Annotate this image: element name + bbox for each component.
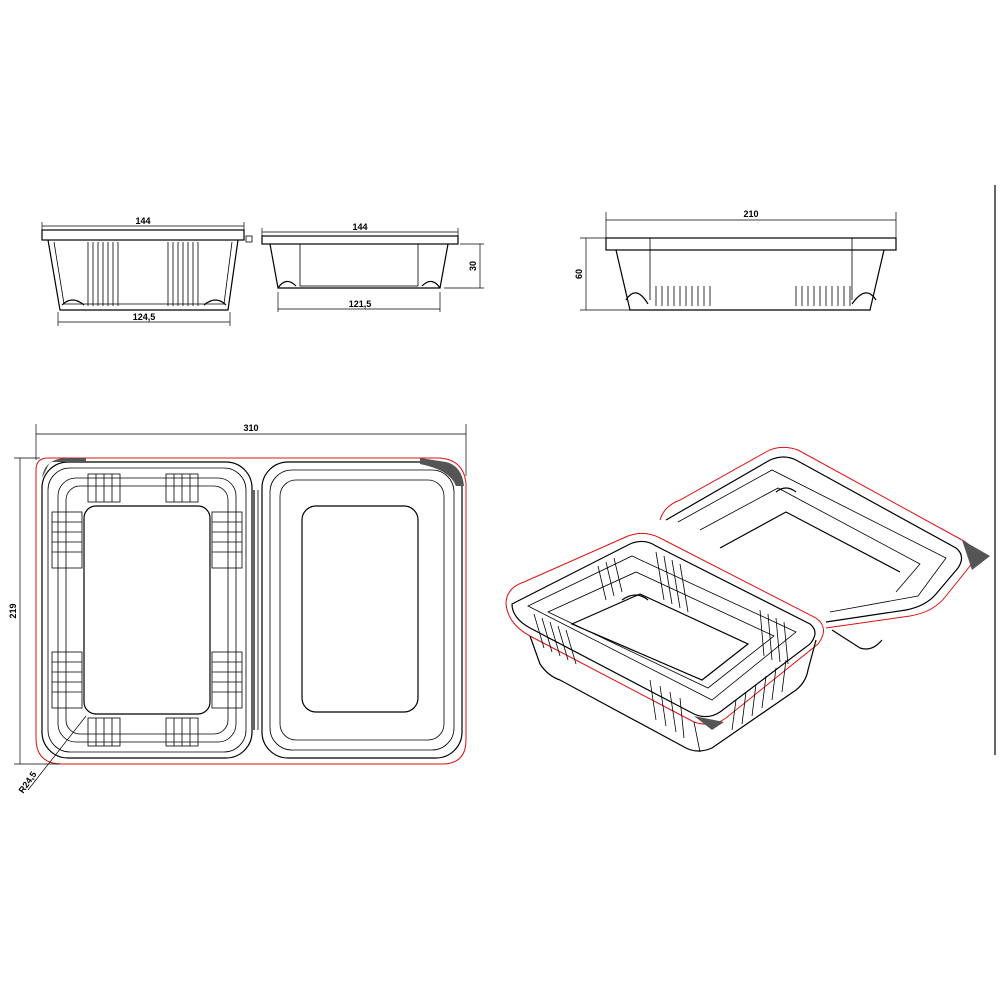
dim-long-width: 210 (743, 209, 758, 219)
long-ribs (655, 286, 851, 306)
dim-long-height: 60 (574, 269, 584, 279)
dim-plan-width: 310 (243, 423, 258, 433)
dim-side-height: 30 (468, 261, 478, 271)
front-view (41, 222, 253, 326)
plan-view (14, 424, 467, 791)
plan-ribs (51, 473, 243, 747)
dim-plan-height: 219 (8, 603, 18, 618)
dim-front-top: 144 (135, 216, 150, 226)
isometric-view (505, 446, 990, 753)
front-ribs (87, 242, 199, 306)
dim-side-bottom: 121,5 (349, 299, 372, 309)
dim-corner-radius: R24,5 (17, 770, 39, 795)
dim-front-bottom: 124,5 (133, 312, 156, 322)
long-view (580, 212, 897, 311)
dim-side-top: 144 (352, 222, 367, 232)
iso-ribs (533, 551, 789, 739)
side-view (261, 228, 484, 312)
